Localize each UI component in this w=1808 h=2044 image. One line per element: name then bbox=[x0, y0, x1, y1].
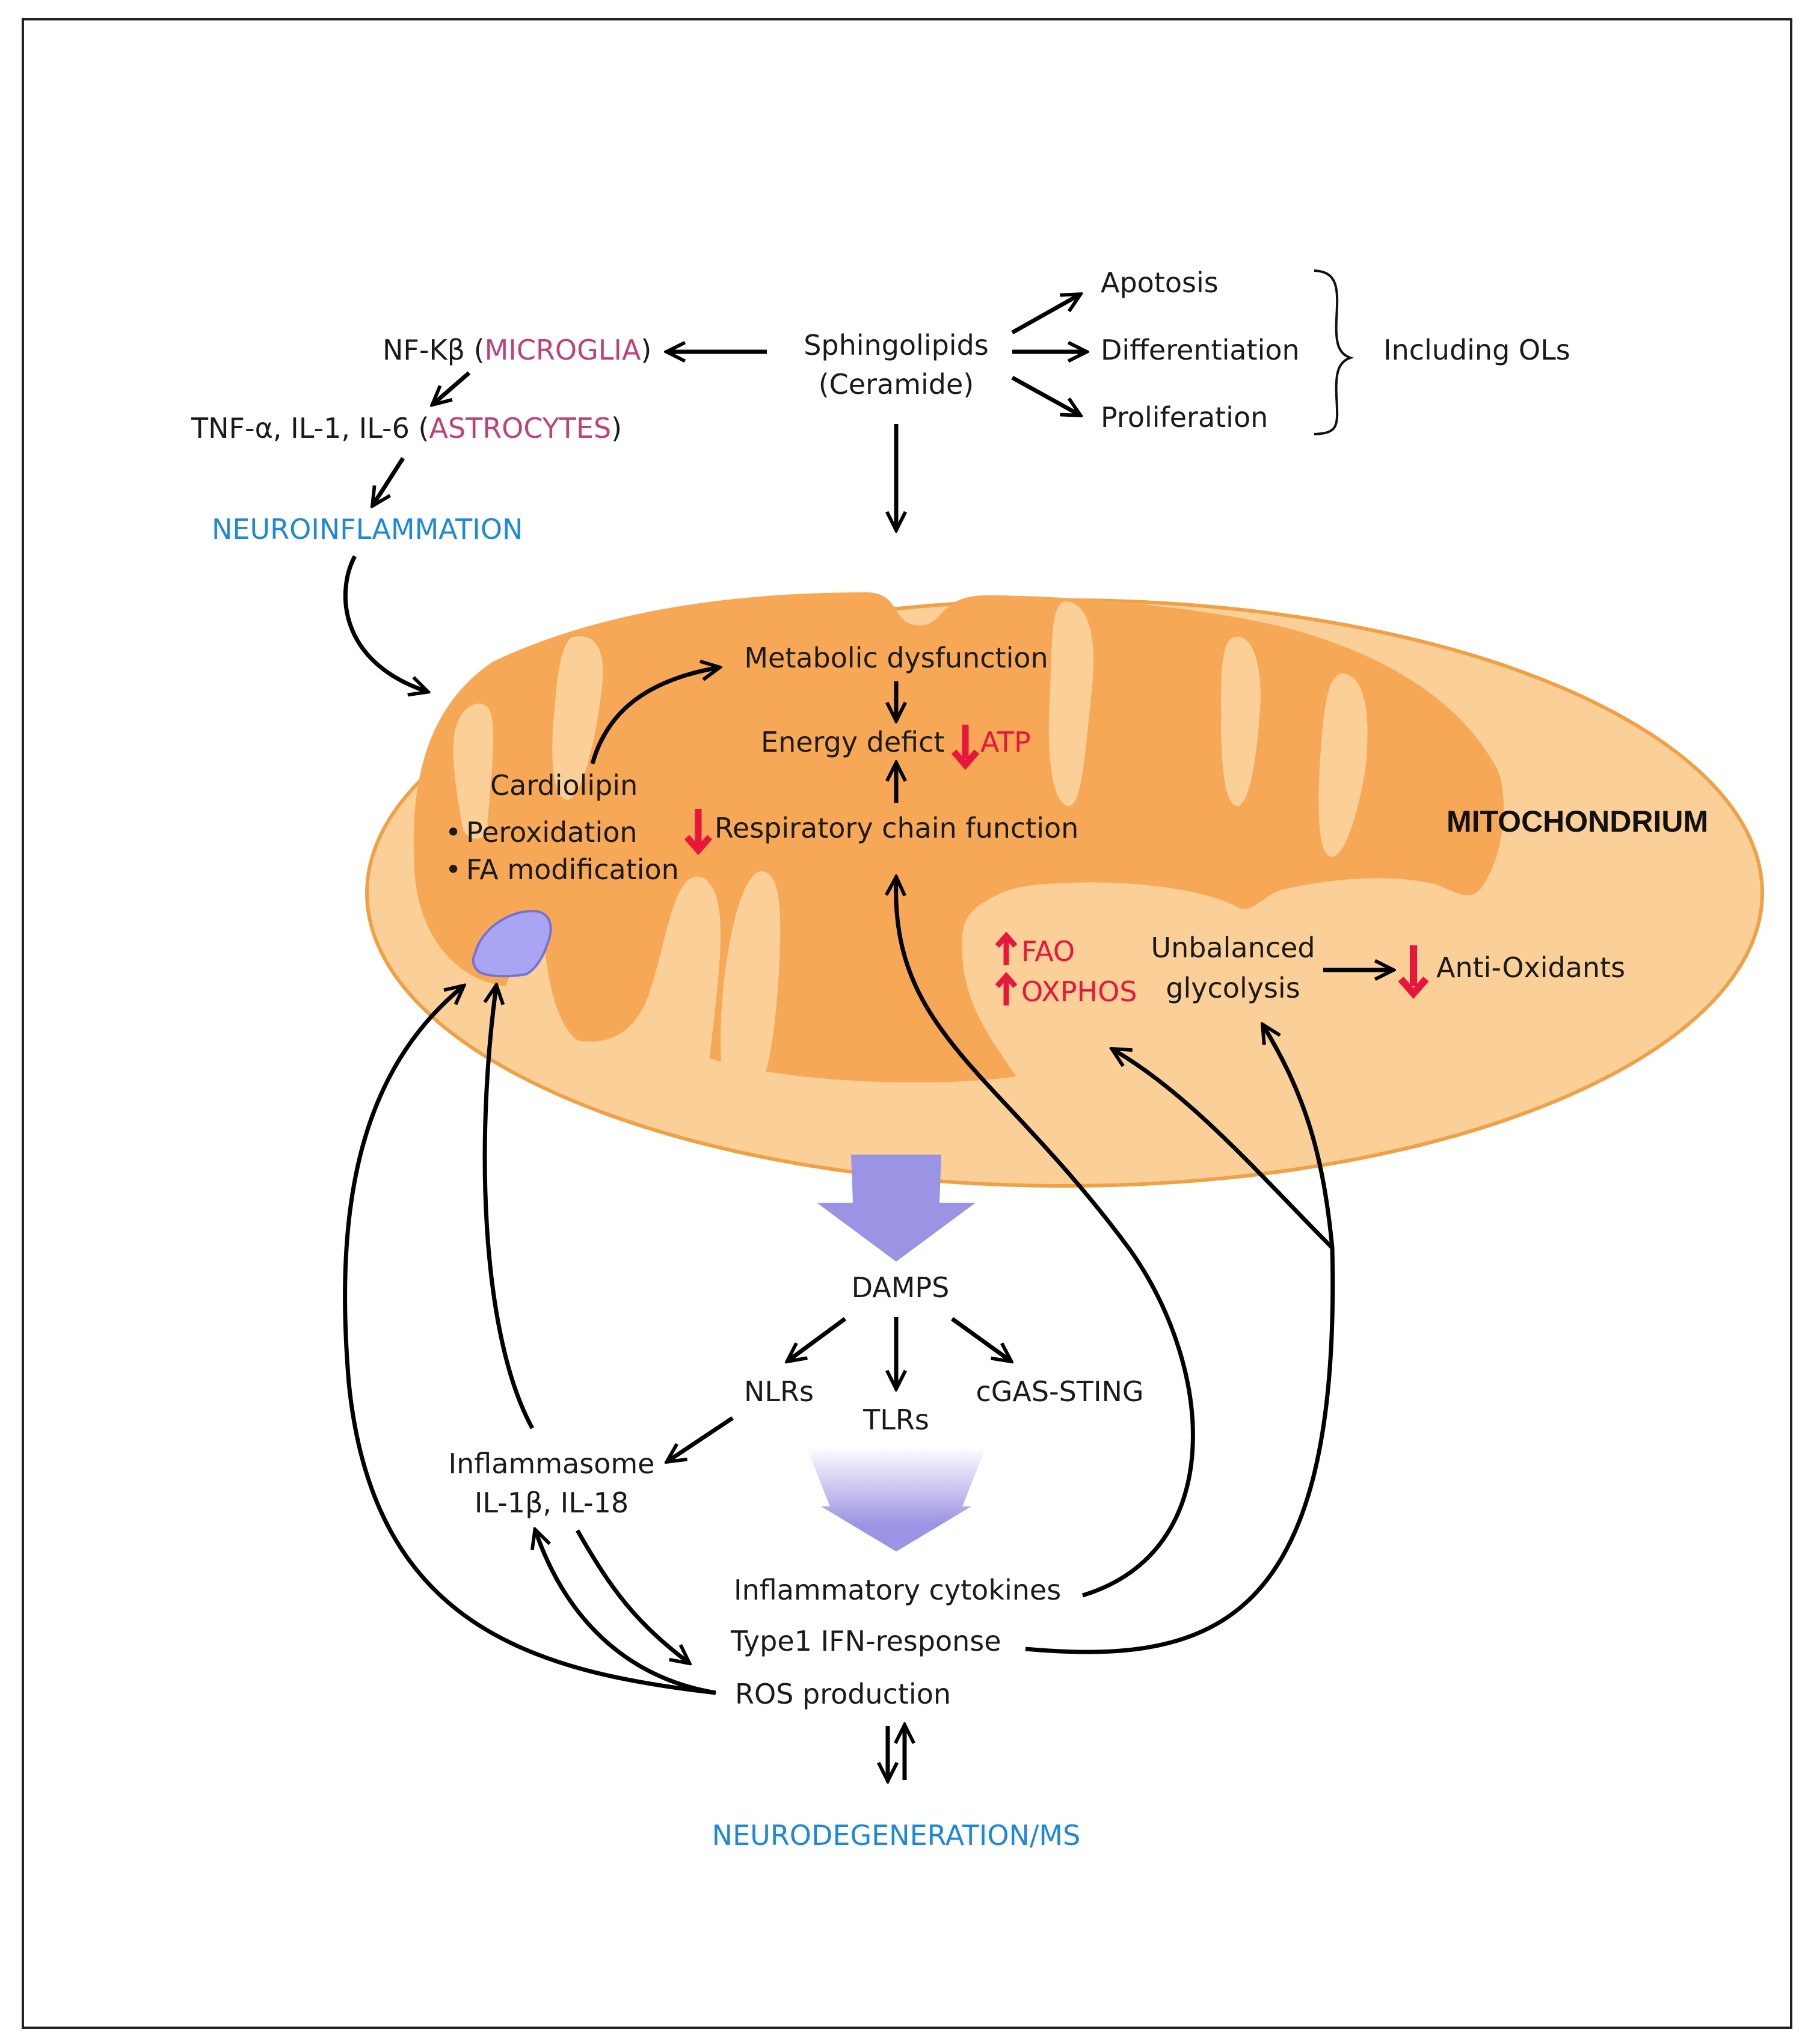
arrow-nfkb-to-tnf bbox=[433, 371, 471, 404]
ceramide-label: (Ceramide) bbox=[819, 368, 974, 401]
red-down-arrow-atp bbox=[951, 725, 980, 770]
damps-label: DAMPS bbox=[852, 1271, 950, 1304]
arrow-ros-to-il bbox=[535, 1530, 716, 1695]
purple-arrow-cytokines bbox=[806, 1446, 986, 1551]
crista-2 bbox=[552, 636, 603, 800]
arrow-to-proliferation bbox=[1011, 375, 1080, 415]
sphingolipids-label: Sphingolipids bbox=[804, 329, 989, 361]
arrow-cardiolipin-to-metabolic bbox=[590, 668, 719, 764]
tnf-label: TNF-α, IL-1, IL-6 (ASTROCYTES) bbox=[191, 412, 622, 444]
including-ols-label: Including OLs bbox=[1383, 334, 1570, 366]
mito-matrix-light-region bbox=[962, 888, 1467, 1084]
right-curly-brace bbox=[1314, 269, 1354, 435]
atp-label: ATP bbox=[980, 726, 1031, 758]
respiratory-chain-label: Respiratory chain function bbox=[715, 812, 1078, 844]
ros-production-label: ROS production bbox=[735, 1678, 951, 1710]
arrow-cytokines-to-respiratory bbox=[896, 878, 1195, 1598]
proliferation-label: Proliferation bbox=[1101, 401, 1268, 434]
purple-particle bbox=[472, 909, 552, 978]
crista-4 bbox=[1048, 601, 1093, 806]
nlrs-label: NLRs bbox=[744, 1375, 814, 1408]
crista-3 bbox=[721, 871, 781, 1076]
arrow-nlrs-to-inflammasome bbox=[668, 1416, 734, 1461]
arrow-ifn-to-fao bbox=[1113, 1049, 1334, 1250]
red-up-arrow-oxphos bbox=[995, 972, 1018, 1005]
il-label: IL-1β, IL-18 bbox=[475, 1487, 629, 1519]
crista-6 bbox=[1318, 674, 1368, 857]
apoptosis-label: Apotosis bbox=[1101, 266, 1219, 299]
mitochondrion-title: MITOCHONDRIUM bbox=[1447, 805, 1708, 838]
bullet-1: • bbox=[445, 816, 461, 849]
antioxidants-label: Anti-Oxidants bbox=[1436, 951, 1625, 984]
microglia-label: MICROGLIA bbox=[485, 334, 641, 366]
arrow-ros-to-mito bbox=[343, 986, 716, 1695]
arrow-neuroinflammation-to-mito bbox=[343, 555, 427, 692]
mitochondrion bbox=[365, 592, 1764, 1188]
inflammatory-cytokines-label: Inflammatory cytokines bbox=[734, 1574, 1061, 1606]
arrow-tnf-to-neuroinflammation bbox=[373, 457, 405, 505]
unbalanced-label: Unbalanced bbox=[1151, 931, 1315, 964]
tlrs-label: TLRs bbox=[862, 1404, 929, 1436]
fao-label: FAO bbox=[1021, 935, 1075, 968]
arrows bbox=[343, 295, 1392, 1780]
bullet-2: • bbox=[445, 853, 461, 886]
crista-1 bbox=[453, 704, 494, 839]
arrow-to-apoptosis bbox=[1011, 295, 1080, 335]
arrow-inflammasome-to-ros bbox=[575, 1529, 689, 1663]
figure-border bbox=[22, 18, 1792, 2029]
differentiation-label: Differentiation bbox=[1101, 334, 1300, 366]
glycolysis-label: glycolysis bbox=[1166, 972, 1300, 1004]
energy-deficit-label: Energy defict bbox=[761, 726, 944, 758]
metabolic-dysfunction-label: Metabolic dysfunction bbox=[744, 642, 1048, 674]
neuroinflammation-label: NEUROINFLAMMATION bbox=[212, 513, 523, 545]
fa-modification-label: FA modification bbox=[466, 853, 679, 886]
red-down-arrow-respiratory bbox=[684, 809, 713, 856]
red-down-arrow-antioxidants bbox=[1398, 945, 1429, 999]
cgas-sting-label: cGAS-STING bbox=[976, 1375, 1143, 1408]
oxphos-label: OXPHOS bbox=[1021, 975, 1137, 1008]
crista-5 bbox=[1221, 636, 1261, 806]
astrocytes-label: ASTROCYTES bbox=[429, 412, 611, 444]
cardiolipin-label: Cardiolipin bbox=[490, 769, 638, 802]
type1-ifn-label: Type1 IFN-response bbox=[730, 1625, 1001, 1657]
inflammasome-label: Inflammasome bbox=[449, 1447, 655, 1480]
neurodegeneration-label: NEURODEGENERATION/MS bbox=[712, 1819, 1081, 1852]
peroxidation-label: Peroxidation bbox=[466, 816, 638, 849]
purple-arrow-damps bbox=[817, 1155, 976, 1262]
arrow-ifn-to-glycolysis bbox=[1025, 1025, 1335, 1654]
nfkb-label: NF-Kβ (MICROGLIA) bbox=[383, 334, 651, 366]
red-up-arrow-fao bbox=[995, 931, 1018, 965]
arrow-inflammasome-to-mito bbox=[482, 986, 535, 1429]
arrow-damps-to-nlrs bbox=[788, 1317, 847, 1361]
arrow-damps-to-cgas bbox=[950, 1317, 1010, 1361]
